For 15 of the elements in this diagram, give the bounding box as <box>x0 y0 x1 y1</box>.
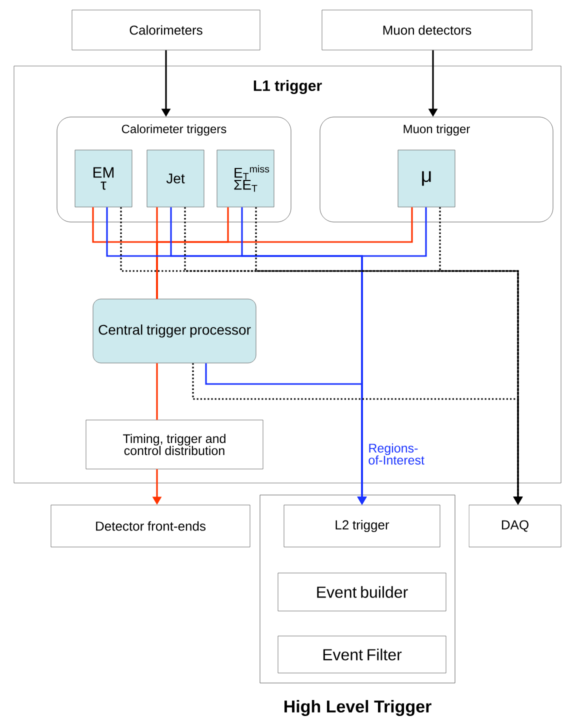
process-box: Event builder <box>278 572 446 612</box>
process-box: Calorimeters <box>72 10 260 50</box>
process-box: Muon detectors <box>322 10 532 50</box>
process-box: Timing, trigger and control distribution <box>86 420 264 470</box>
process-box: Detector front-ends <box>50 504 250 548</box>
trigger-cell: μ <box>398 150 456 208</box>
trigger-cell: EM τ <box>74 150 132 208</box>
edge-label: Regions-of-Interest <box>367 442 432 466</box>
node-label: High Level Trigger <box>284 700 432 716</box>
trigger-cell: E$_{T}$miss ΣE$_{T}$ <box>216 150 274 208</box>
processor-box: Central trigger processor <box>92 298 256 364</box>
process-box: Event Filter <box>278 636 446 674</box>
trigger-cell: Jet <box>146 150 204 208</box>
process-box: L2 trigger <box>284 504 440 548</box>
process-box: DAQ <box>468 504 562 548</box>
